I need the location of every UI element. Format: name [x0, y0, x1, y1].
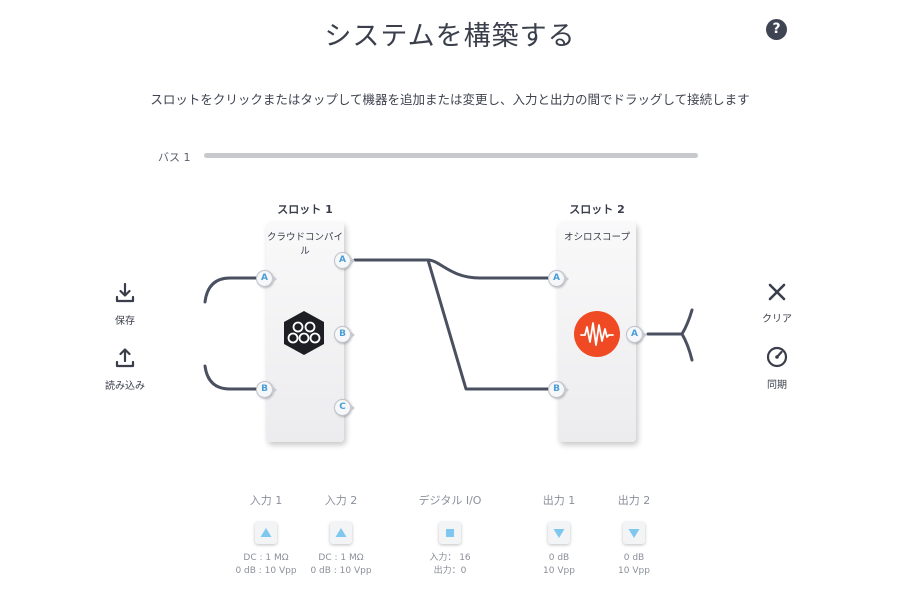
- io-input-1-coupling: DC : 1 MΩ: [243, 553, 289, 563]
- save-label: 保存: [115, 316, 135, 327]
- slot-1-device-name: クラウドコンパイル: [266, 232, 343, 257]
- up-triangle-icon[interactable]: [330, 522, 352, 544]
- down-triangle-icon[interactable]: [548, 522, 570, 544]
- square-icon[interactable]: [439, 522, 461, 544]
- down-triangle-icon[interactable]: [623, 522, 645, 544]
- io-input-1-header: 入力 1: [249, 494, 283, 507]
- io-digital[interactable]: デジタル I/O 入力： 16 出力：0: [412, 492, 488, 578]
- bus-label: バス 1: [158, 151, 191, 164]
- cloud-compile-icon: [284, 311, 324, 355]
- io-input-1-range: 0 dB : 10 Vpp: [235, 566, 297, 576]
- slot-2-output-a-port[interactable]: A: [626, 326, 647, 343]
- io-output-1-range: 10 Vpp: [543, 566, 575, 576]
- instructions-text: スロットをクリックまたはタップして機器を追加または変更し、入力と出力の間でドラッ…: [150, 92, 750, 107]
- wire-in2-to-slot1-b: [203, 364, 260, 391]
- sync-label: 同期: [767, 380, 787, 391]
- slot-2-input-b-port[interactable]: B: [548, 381, 569, 398]
- io-digital-outputs: 出力：0: [433, 566, 467, 576]
- slot-2-input-a-port[interactable]: A: [548, 270, 569, 287]
- wire-out-branch-down: [680, 332, 694, 362]
- wire-slot1-a-to-slot2-b: [426, 258, 552, 391]
- slot-1-output-c-port[interactable]: C: [334, 399, 355, 416]
- io-output-1[interactable]: 出力 1 0 dB 10 Vpp: [521, 492, 597, 578]
- wire-out-branch-up: [680, 308, 694, 336]
- clear-button[interactable]: クリア: [747, 282, 807, 325]
- up-triangle-icon[interactable]: [255, 522, 277, 544]
- clear-label: クリア: [762, 314, 792, 325]
- sync-button[interactable]: 同期: [747, 346, 807, 391]
- slot-1-output-b-port[interactable]: B: [334, 326, 355, 343]
- io-digital-header: デジタル I/O: [418, 494, 482, 507]
- slot-1-input-b-port[interactable]: B: [256, 381, 277, 398]
- help-icon[interactable]: ?: [766, 19, 787, 40]
- io-input-2-range: 0 dB : 10 Vpp: [310, 566, 372, 576]
- wire-in1-to-slot1-a: [203, 276, 260, 304]
- page-title: システムを構築する: [324, 21, 576, 52]
- slot-1-card[interactable]: クラウドコンパイル: [266, 222, 344, 442]
- slot-1-output-a-port[interactable]: A: [334, 252, 355, 269]
- load-label: 読み込み: [105, 381, 145, 392]
- save-button[interactable]: 保存: [95, 282, 155, 327]
- io-output-2-range: 10 Vpp: [618, 566, 650, 576]
- slot-1-input-a-port[interactable]: A: [256, 270, 277, 287]
- slot-2-device-name: オシロスコープ: [564, 232, 630, 243]
- io-input-2-coupling: DC : 1 MΩ: [318, 553, 364, 563]
- slot-1-title: スロット 1: [277, 203, 333, 216]
- io-output-1-gain: 0 dB: [548, 553, 570, 563]
- close-icon: [768, 283, 786, 301]
- io-output-2-gain: 0 dB: [623, 553, 645, 563]
- gauge-icon: [766, 346, 788, 368]
- oscilloscope-icon: [574, 311, 620, 357]
- io-input-2[interactable]: 入力 2 DC : 1 MΩ 0 dB : 10 Vpp: [303, 492, 379, 578]
- load-button[interactable]: 読み込み: [95, 347, 155, 392]
- io-input-2-header: 入力 2: [324, 494, 358, 507]
- download-icon: [115, 282, 135, 303]
- io-output-2-header: 出力 2: [617, 494, 651, 507]
- io-input-1[interactable]: 入力 1 DC : 1 MΩ 0 dB : 10 Vpp: [228, 492, 304, 578]
- upload-icon: [115, 348, 135, 368]
- bus-bar: [204, 153, 698, 158]
- wire-slot1-a-to-slot2-a: [353, 258, 552, 280]
- slot-2-title: スロット 2: [569, 203, 625, 216]
- slot-2-card[interactable]: オシロスコープ: [558, 222, 636, 442]
- io-digital-inputs: 入力： 16: [429, 553, 471, 563]
- io-output-2[interactable]: 出力 2 0 dB 10 Vpp: [596, 492, 672, 578]
- io-output-1-header: 出力 1: [542, 494, 576, 507]
